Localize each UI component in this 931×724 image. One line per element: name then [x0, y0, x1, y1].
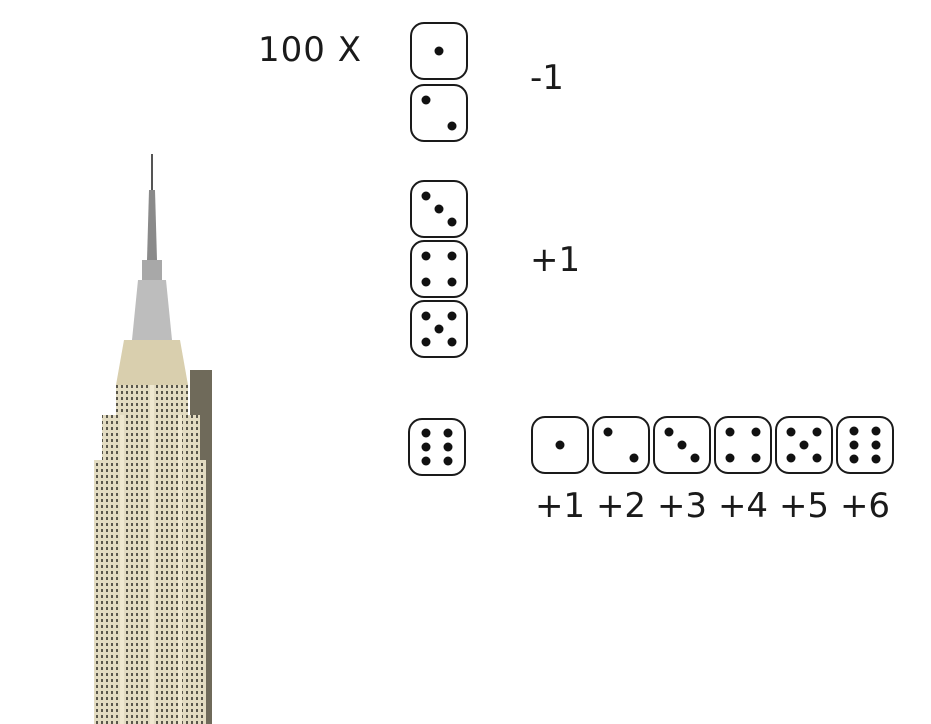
bonus-label-6: +6	[839, 486, 891, 526]
bonus-die-icon-face-2	[592, 416, 650, 474]
empire-state-building-image	[80, 150, 220, 724]
die-icon-face-6	[408, 418, 466, 476]
bonus-label-3: +3	[656, 486, 708, 526]
bonus-label-4: +4	[717, 486, 769, 526]
die-icon-face-2	[410, 84, 468, 142]
bonus-label-2: +2	[595, 486, 647, 526]
rule-effect-minus-one: -1	[530, 58, 564, 98]
bonus-label-1: +1	[534, 486, 586, 526]
bonus-die-icon-face-4	[714, 416, 772, 474]
bonus-die-icon-face-5	[775, 416, 833, 474]
die-icon-face-3	[410, 180, 468, 238]
die-icon-face-5	[410, 300, 468, 358]
multiplier-label: 100 X	[258, 30, 362, 70]
die-icon-face-4	[410, 240, 468, 298]
die-icon-face-1	[410, 22, 468, 80]
bonus-die-icon-face-1	[531, 416, 589, 474]
bonus-die-icon-face-6	[836, 416, 894, 474]
rule-effect-plus-one: +1	[530, 240, 581, 280]
bonus-die-icon-face-3	[653, 416, 711, 474]
bonus-label-5: +5	[778, 486, 830, 526]
